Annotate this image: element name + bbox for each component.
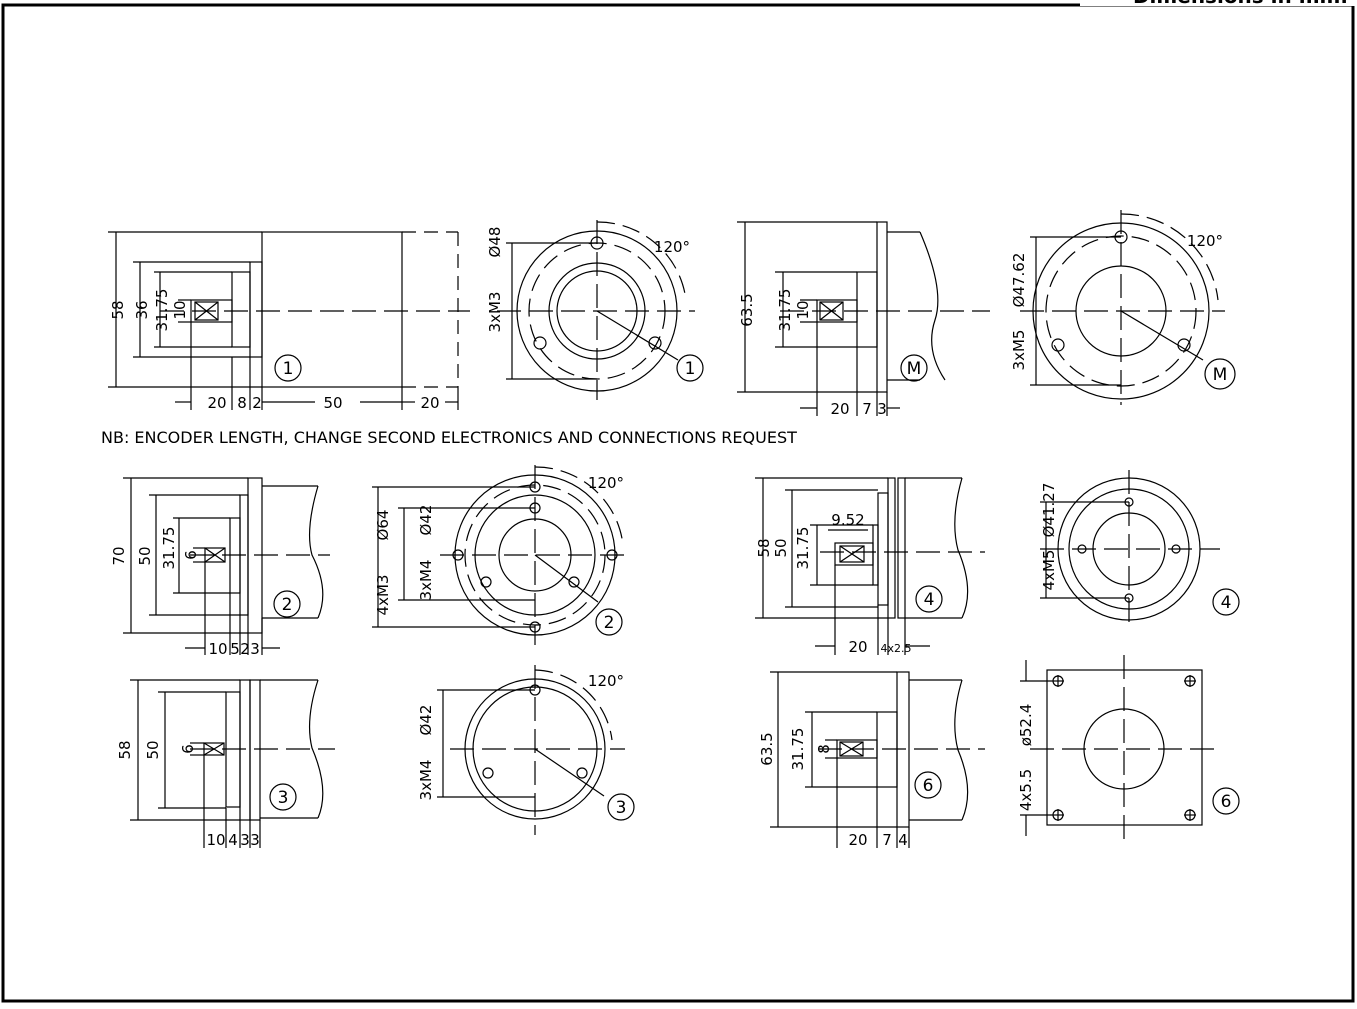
v1-len-b: 8: [237, 394, 247, 412]
v1-len-a: 20: [207, 394, 226, 412]
v1-side-id: 1: [283, 359, 294, 379]
v4-side-id: 4: [924, 590, 935, 610]
v1-pcd: Ø48: [486, 227, 504, 258]
v1-holes: 3xM3: [486, 292, 504, 333]
variant-2-side-view: [123, 477, 330, 655]
v3-angle: 120°: [588, 672, 624, 690]
v3-body-dim: 50: [144, 740, 162, 759]
v3-len-c: 3: [240, 831, 250, 849]
variant-2-front-view: [372, 465, 630, 645]
v6-holes: 4x5.5: [1017, 769, 1035, 811]
encoder-note: NB: ENCODER LENGTH, CHANGE SECOND ELECTR…: [101, 428, 797, 447]
v1-len-e: 20: [420, 394, 439, 412]
v6-front-id: 6: [1221, 792, 1232, 812]
v2-len-b: 5: [230, 640, 240, 658]
variant-1-front-view: [497, 220, 704, 400]
variant-3-side-view: [130, 679, 335, 848]
v1-shaft-dim: 10: [171, 300, 189, 319]
v2-front-id: 2: [604, 613, 615, 633]
v2-shaft-dim: 6: [182, 550, 200, 560]
v1-front-id: 1: [685, 359, 696, 379]
v2-len-d: 3: [250, 640, 260, 658]
v4-body-dim-a: 50: [772, 538, 790, 557]
v4-len-b: 4x2.5: [880, 642, 911, 655]
v3-side-id: 3: [278, 788, 289, 808]
v4-pcd: Ø41.27: [1040, 483, 1058, 538]
v2-body-dim-b: 31.75: [160, 527, 178, 570]
v6-pcd: ø52.4: [1017, 704, 1035, 747]
vm-holes: 3xM5: [1010, 330, 1028, 371]
variant-m-side-view: [737, 221, 990, 416]
v3-pcd: Ø42: [417, 705, 435, 736]
v1-height-dim: 58: [109, 300, 127, 319]
v2-height-dim: 70: [110, 546, 128, 565]
vm-len-b: 7: [862, 400, 872, 418]
vm-side-id: M: [907, 359, 922, 379]
vm-len-a: 20: [830, 400, 849, 418]
v2-angle: 120°: [588, 474, 624, 492]
v2-pcd-outer: Ø64: [374, 510, 392, 541]
v2-pcd-inner: Ø42: [417, 505, 435, 536]
v4-len-a: 20: [848, 638, 867, 656]
variant-6-side-view: [770, 671, 985, 848]
title-mask: [1080, 0, 1355, 6]
v2-len-a: 10: [208, 640, 227, 658]
v6-shaft-dim: 8: [815, 744, 833, 754]
v2-side-id: 2: [282, 595, 293, 615]
v4-front-id: 4: [1221, 593, 1232, 613]
v3-front-id: 3: [616, 798, 627, 818]
v4-height-dim: 58: [755, 538, 773, 557]
v2-holes-inner: 3xM4: [417, 560, 435, 601]
v1-body-dim-a: 36: [133, 300, 151, 319]
vm-len-c: 3: [877, 400, 887, 418]
variant-4-front-view: [1040, 470, 1240, 630]
v4-holes: 4xM5: [1040, 550, 1058, 591]
vm-front-id: M: [1213, 365, 1228, 385]
variant-4-side-view: [755, 477, 985, 655]
drawing-frame: [1, 3, 1355, 1003]
v3-height-dim: 58: [116, 740, 134, 759]
v4-flat-dim: 9.52: [831, 511, 864, 529]
v3-len-b: 4: [228, 831, 238, 849]
v3-len-d: 3: [250, 831, 260, 849]
v1-len-c: 2: [252, 394, 262, 412]
v1-body-dim-b: 31.75: [153, 289, 171, 332]
v6-len-b: 7: [882, 831, 892, 849]
vm-height-dim: 63.5: [738, 293, 756, 326]
v3-len-a: 10: [206, 831, 225, 849]
v6-body-dim: 31.75: [789, 728, 807, 771]
v1-len-d: 50: [323, 394, 342, 412]
v3-shaft-dim: 6: [179, 744, 197, 754]
variant-m-front-view: [1020, 210, 1236, 405]
vm-angle: 120°: [1187, 232, 1223, 250]
v2-len-c: 2: [240, 640, 250, 658]
v6-side-id: 6: [923, 776, 934, 796]
vm-body-dim: 31.75: [776, 289, 794, 332]
vm-shaft-dim: 10: [794, 300, 812, 319]
v1-angle: 120°: [654, 238, 690, 256]
v6-len-c: 4: [898, 831, 908, 849]
header-title: Dimensions in mm.: [1133, 0, 1348, 8]
vm-pcd: Ø47.62: [1010, 253, 1028, 308]
variant-1-side-view: [108, 231, 470, 410]
variant-6-front-view: [1020, 655, 1240, 840]
v3-holes: 3xM4: [417, 760, 435, 801]
variant-3-front-view: [437, 665, 635, 835]
v4-body-dim-b: 31.75: [794, 527, 812, 570]
v6-len-a: 20: [848, 831, 867, 849]
v2-holes-outer: 4xM3: [374, 575, 392, 616]
v2-body-dim-a: 50: [136, 546, 154, 565]
v6-height-dim: 63.5: [758, 732, 776, 765]
